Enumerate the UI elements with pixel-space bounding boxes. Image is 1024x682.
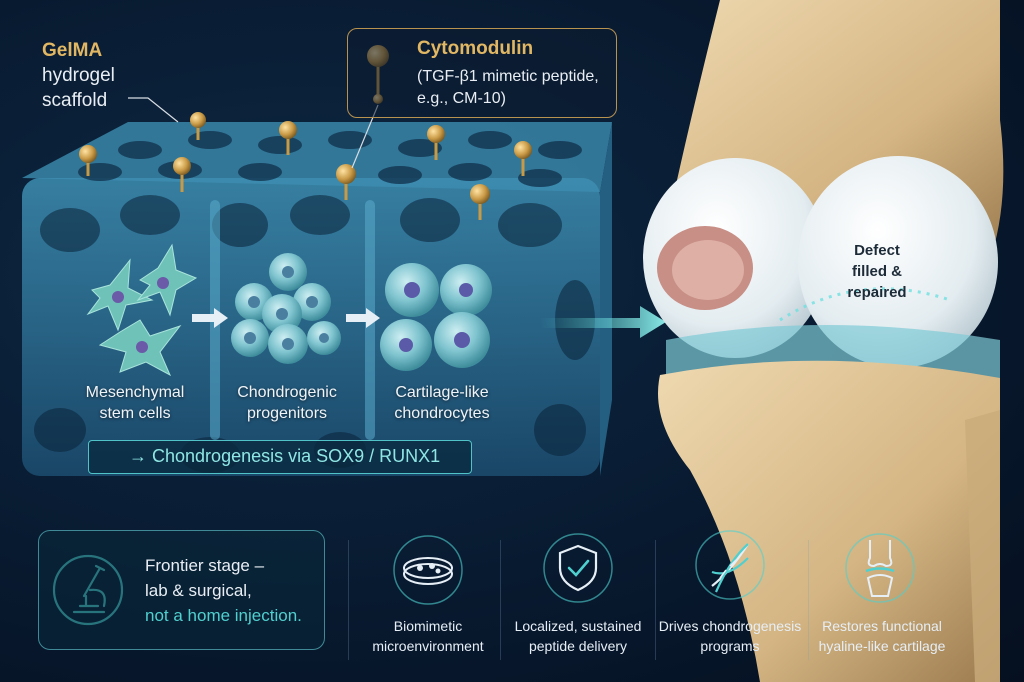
delivery-arrow — [540, 306, 666, 338]
peptide-marker — [427, 125, 445, 160]
feature-biomimetic: Biomimetic microenvironment — [348, 616, 508, 656]
progenitor-nuclei — [244, 266, 329, 350]
scaffold-label-line3: scaffold — [42, 90, 108, 111]
stage-label-line1: Chondrogenic — [237, 384, 337, 401]
feature-label-line1: Biomimetic — [393, 618, 463, 634]
feature-divider — [808, 540, 809, 660]
stage-label-line2: chondrocytes — [394, 405, 490, 422]
stage-arrow-icon — [192, 308, 228, 328]
frontier-stage-text: Frontier stage – lab & surgical, not a h… — [145, 553, 320, 628]
feature-delivery: Localized, sustained peptide delivery — [498, 616, 658, 656]
scaffold-leader-line — [128, 97, 179, 123]
frontier-line1: Frontier stage – — [145, 556, 265, 575]
peptide-marker — [279, 121, 297, 155]
stage-label-line2: progenitors — [246, 405, 328, 422]
fibula — [965, 410, 1000, 682]
peptide-marker — [190, 112, 206, 140]
chondrocyte-nuclei — [399, 282, 473, 352]
petri-dish-icon — [393, 535, 463, 605]
peptide-marker — [173, 157, 191, 192]
knee-joint — [643, 0, 1004, 682]
scaffold-side-face — [600, 122, 612, 476]
feature-label-line2: programs — [700, 638, 760, 654]
stage-label-line2: stem cells — [99, 405, 171, 422]
peptide-marker — [336, 164, 356, 200]
peptide-marker — [514, 141, 532, 176]
stage-arrow-icon — [346, 308, 380, 328]
peptide-marker — [470, 184, 490, 220]
stage-label-progenitors: Chondrogenic progenitors — [202, 382, 372, 424]
tibia — [658, 360, 1000, 682]
feature-label-line2: hyaline-like cartilage — [818, 638, 946, 654]
feature-label-line2: microenvironment — [372, 638, 484, 654]
stage-label-line1: Mesenchymal — [85, 384, 185, 401]
feature-label-line1: Restores functional — [822, 618, 942, 634]
cartilage-chondrocytes — [380, 263, 492, 371]
feature-chondrogenesis: Drives chondrogenesis programs — [650, 616, 810, 656]
scaffold-front-face — [22, 178, 600, 476]
peptide-title: Cytomodulin — [417, 38, 534, 59]
feature-label-line1: Localized, sustained — [514, 618, 642, 634]
lateral-condyle — [798, 156, 998, 368]
pathway-banner: → Chondrogenesis via SOX9 / RUNX1 — [88, 440, 472, 474]
feature-divider — [655, 540, 656, 660]
scaffold-label-line2: hydrogel — [42, 65, 115, 86]
repair-glow — [779, 287, 951, 322]
defect-label-line1: Defect — [854, 242, 900, 259]
knee-joint-icon — [845, 533, 915, 603]
feature-divider — [500, 540, 501, 660]
defect-label-line3: repaired — [847, 284, 907, 301]
peptide-callout-box — [347, 28, 617, 118]
peptide-subtitle-line2: e.g., CM-10) — [417, 90, 506, 107]
defect-repair-label: Defect filled & repaired — [822, 240, 932, 303]
scaffold-top-pores — [78, 131, 582, 187]
feature-label-line1: Drives chondrogenesis — [658, 618, 802, 634]
frontier-stage-box — [38, 530, 325, 650]
stage-label-stem-cells: Mesenchymal stem cells — [50, 382, 220, 424]
scaffold-label-line1: GelMA — [42, 40, 103, 61]
stage-label-line1: Cartilage-like — [395, 384, 489, 401]
frontier-line2: lab & surgical, — [145, 581, 252, 600]
feature-label-line2: peptide delivery — [528, 638, 628, 654]
peptide-subtitle: (TGF-β1 mimetic peptide, e.g., CM-10) — [417, 66, 617, 110]
frontier-line3: not a home injection. — [145, 606, 302, 625]
dna-icon — [695, 530, 765, 600]
pathway-text: Chondrogenesis via SOX9 / RUNX1 — [152, 446, 441, 466]
stage-label-chondrocytes: Cartilage-like chondrocytes — [357, 382, 527, 424]
peptide-markers — [79, 112, 532, 220]
scaffold-label: GelMA hydrogel scaffold — [42, 38, 115, 113]
stage-arrows — [192, 308, 380, 328]
feature-divider — [348, 540, 349, 660]
pathway-arrow-icon: → — [129, 446, 147, 466]
feature-restores-cartilage: Restores functional hyaline-like cartila… — [802, 616, 962, 656]
stem-cell-nuclei — [112, 277, 169, 353]
peptide-subtitle-line1: (TGF-β1 mimetic peptide, — [417, 68, 599, 85]
shield-check-icon — [543, 533, 613, 603]
defect-label-line2: filled & — [851, 263, 902, 280]
peptide-marker — [79, 145, 97, 176]
